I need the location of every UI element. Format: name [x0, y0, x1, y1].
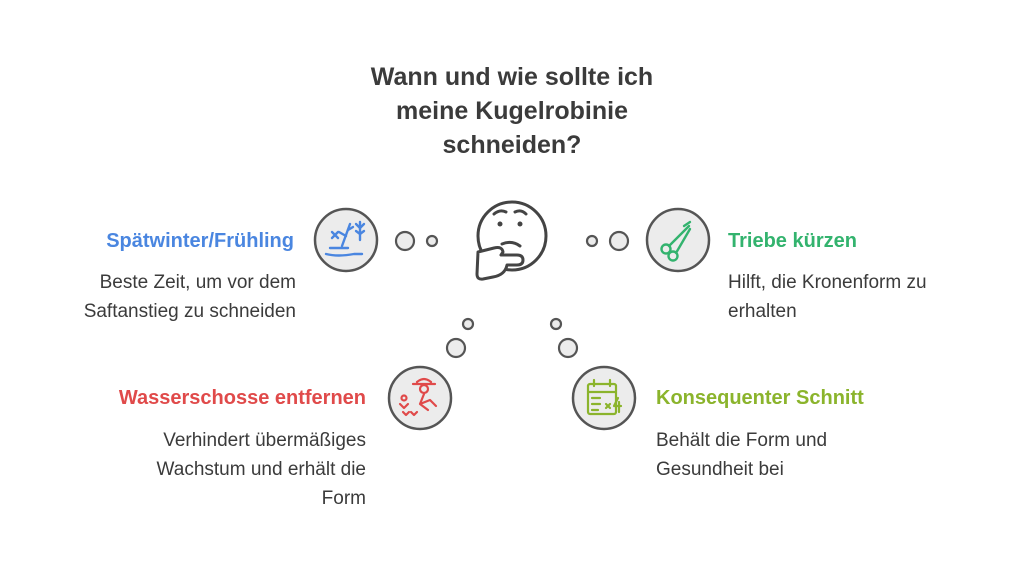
gardener-icon — [398, 377, 438, 417]
thought-dot — [445, 337, 467, 359]
calendar-repeat-icon — [586, 378, 623, 416]
item-heading-top-right: Triebe kürzen — [728, 230, 857, 252]
thought-dots — [394, 230, 630, 359]
desc-line: Form — [321, 488, 366, 509]
diagram-title: Wann und wie sollte ich meine Kugelrobin… — [312, 60, 712, 162]
desc-line: Wachstum und erhält die — [156, 459, 366, 480]
item-desc-top-left: Beste Zeit, um vor dem Saftanstieg zu sc… — [84, 268, 296, 326]
thinking-face-icon — [475, 200, 548, 281]
desc-line: Saftanstieg zu schneiden — [83, 301, 296, 322]
title-line-3: schneiden? — [442, 131, 582, 159]
item-heading-bottom-right: Konsequenter Schnitt — [656, 387, 864, 409]
thought-dot — [608, 230, 630, 252]
thought-dot — [557, 337, 579, 359]
cloud-bubble-top-left — [313, 207, 379, 273]
cloud-bubble-top-right — [645, 207, 711, 273]
desc-line: erhalten — [728, 301, 797, 322]
cloud-bubble-bottom-left — [387, 365, 453, 431]
item-desc-bottom-left: Verhindert übermäßiges Wachstum und erhä… — [157, 426, 366, 513]
desc-line: Behält die Form und — [656, 430, 828, 451]
pruning-shears-icon — [660, 220, 692, 262]
thought-dot — [425, 234, 439, 248]
thought-dot — [461, 317, 475, 331]
desc-line: Hilft, die Kronenform zu — [728, 272, 927, 293]
desc-line: Beste Zeit, um vor dem — [99, 272, 296, 293]
item-heading-bottom-left: Wasserschosse entfernen — [118, 387, 366, 409]
item-desc-bottom-right: Behält die Form und Gesundheit bei — [656, 426, 827, 484]
title-line-2: meine Kugelrobinie — [396, 97, 628, 125]
thought-dot — [394, 230, 416, 252]
thought-dot — [549, 317, 563, 331]
cloud-bubble-bottom-right — [571, 365, 637, 431]
desc-line: Verhindert übermäßiges — [163, 430, 366, 451]
thought-dot — [585, 234, 599, 248]
item-desc-top-right: Hilft, die Kronenform zu erhalten — [728, 268, 927, 326]
desc-line: Gesundheit bei — [656, 459, 784, 480]
item-heading-top-left: Spätwinter/Frühling — [106, 230, 294, 252]
winter-branch-icon — [324, 220, 366, 257]
title-line-1: Wann und wie sollte ich — [370, 63, 654, 91]
